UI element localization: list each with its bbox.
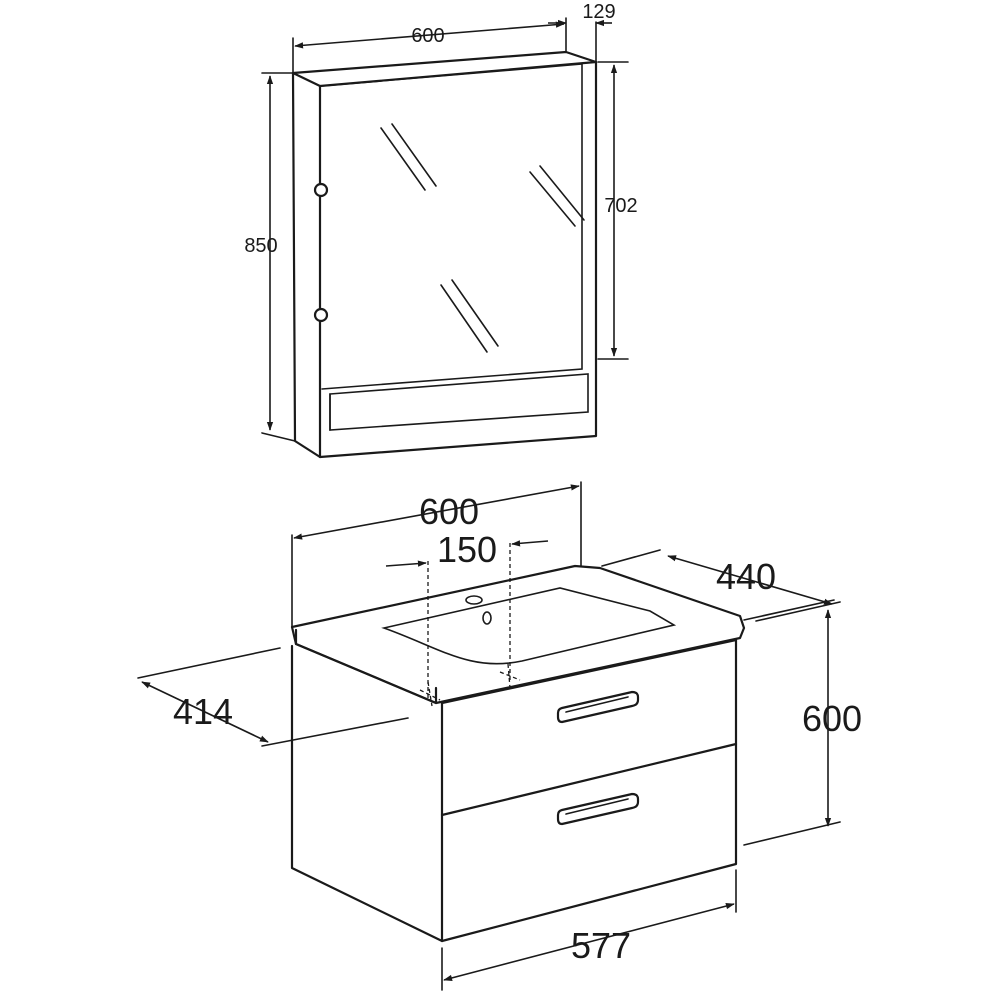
vanity-unit (290, 564, 746, 943)
open-shelf (329, 373, 589, 431)
vanity-depth-label: 440 (716, 556, 776, 597)
hinge-bottom (313, 307, 329, 323)
cabinet-left-side (290, 644, 444, 943)
vanity-width-label: 600 (419, 491, 479, 532)
mirror-width-label: 600 (411, 25, 444, 47)
cabinet-top-edge (291, 50, 598, 75)
vanity-dimensions (137, 481, 841, 991)
cabinet-side-panel (291, 71, 322, 459)
basin-bowl (381, 587, 677, 665)
cabinet-width-label: 577 (571, 925, 631, 966)
mirror-cabinet (291, 50, 598, 459)
mirror-panel (321, 63, 583, 390)
drawer-divider (440, 742, 738, 817)
basin-front-edge (294, 628, 438, 705)
hinge-top (313, 182, 329, 198)
overflow-hole (482, 611, 492, 625)
cabinet-width-dim-line (443, 903, 735, 981)
mirror-height-label: 850 (244, 235, 277, 257)
basin-depth-dim-line (141, 681, 269, 743)
basin-top (290, 564, 746, 705)
tap-offset-label: 150 (437, 529, 497, 570)
mirror-depth-label: 129 (582, 1, 615, 23)
cabinet-front-right (440, 638, 738, 943)
lower-drawer-handle (556, 792, 640, 826)
cabinet-front-frame (318, 60, 598, 459)
vanity-depth-dim-line (667, 555, 833, 605)
vanity-height-label: 600 (802, 698, 862, 739)
mirror-inner-height-label: 702 (604, 195, 637, 217)
mirror-width-dim-line (294, 21, 565, 49)
vanity-width-dim-line (293, 484, 580, 540)
basin-depth-label: 414 (173, 691, 233, 732)
mirror-glare (380, 123, 585, 353)
tap-hole (465, 595, 483, 605)
mirror-dimensions (261, 17, 629, 442)
upper-drawer-handle (556, 690, 640, 724)
